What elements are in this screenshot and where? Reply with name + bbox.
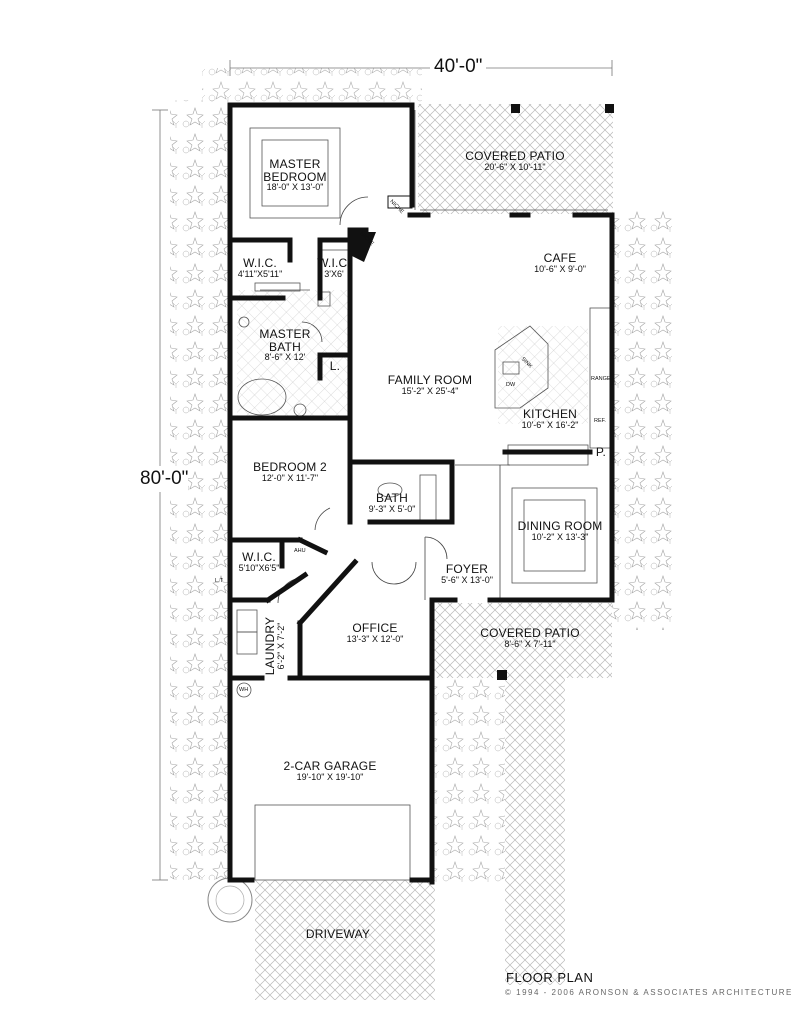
fixture-dw: DW bbox=[506, 382, 516, 388]
room-name: BATH bbox=[376, 491, 408, 505]
columns bbox=[352, 104, 614, 680]
room-covered-patio-front: COVERED PATIO 8'-6" X 7'-11" bbox=[470, 627, 590, 649]
room-dims: 10'-6" X 9'-0" bbox=[534, 263, 586, 274]
room-name: W.I.C. bbox=[243, 256, 277, 270]
room-name: COVERED PATIO bbox=[480, 626, 580, 640]
landscaping bbox=[170, 68, 672, 923]
room-wic-1: W.I.C. 4'11"X5'11" bbox=[230, 257, 290, 279]
room-name: MASTER BATH bbox=[259, 327, 311, 354]
room-name: P. bbox=[595, 445, 607, 459]
room-linen: L. bbox=[322, 360, 348, 373]
room-dims: 4'11"X5'11" bbox=[237, 268, 283, 279]
hatched-areas bbox=[237, 104, 613, 1000]
fixture-ahu: AHU bbox=[294, 548, 306, 554]
interior-details bbox=[236, 110, 611, 881]
room-name: 2-CAR GARAGE bbox=[283, 759, 377, 773]
room-dining-room: DINING ROOM 10'-2" X 13'-3" bbox=[512, 520, 608, 542]
room-family-room: FAMILY ROOM 15'-2" X 25'-4" bbox=[375, 374, 485, 396]
room-wic-3: W.I.C. 5'10"X6'5" bbox=[230, 551, 288, 573]
fixture-wh: WH bbox=[239, 687, 249, 693]
room-name: CAFE bbox=[543, 251, 577, 265]
room-dims: 8'-6" X 7'-11" bbox=[504, 638, 556, 649]
room-name: COVERED PATIO bbox=[465, 149, 565, 163]
room-dims: 8'-6" X 12' bbox=[264, 352, 306, 363]
room-laundry: LAUNDRY 6'-2" X 7'-2" bbox=[262, 611, 286, 681]
room-dims: 3'X6' bbox=[324, 268, 344, 279]
walls bbox=[227, 102, 615, 885]
copyright-notice: © 1994 - 2006 ARONSON & ASSOCIATES ARCHI… bbox=[505, 988, 793, 997]
room-name: OFFICE bbox=[352, 621, 398, 635]
room-bath: BATH 9'-3" X 5'-0" bbox=[362, 492, 422, 514]
overall-width-dimension: 40'-0" bbox=[430, 56, 487, 78]
fixture-lt: L.T bbox=[215, 578, 223, 584]
room-name: DRIVEWAY bbox=[305, 927, 371, 941]
room-name: FAMILY ROOM bbox=[387, 373, 473, 387]
room-dims: 10'-6" X 16'-2" bbox=[521, 419, 579, 430]
room-name: MASTER BEDROOM bbox=[263, 157, 327, 184]
room-name: LAUNDRY bbox=[262, 616, 277, 676]
fixture-range: RANGE bbox=[591, 376, 611, 382]
room-foyer: FOYER 5'-6" X 13'-0" bbox=[432, 563, 502, 585]
room-dims: 15'-2" X 25'-4" bbox=[401, 385, 459, 396]
room-name: FOYER bbox=[445, 562, 489, 576]
room-dims: 12'-0" X 11'-7" bbox=[261, 472, 319, 483]
room-garage: 2-CAR GARAGE 19'-10" X 19'-10" bbox=[270, 760, 390, 782]
room-name: W.I.C. bbox=[242, 550, 276, 564]
fixture-ref: REF. bbox=[594, 418, 606, 424]
room-driveway: DRIVEWAY bbox=[290, 928, 386, 941]
room-covered-patio-rear: COVERED PATIO 20'-6" X 10'-11" bbox=[435, 150, 595, 172]
room-dims: 18'-0" X 13'-0" bbox=[266, 182, 324, 193]
plan-title: FLOOR PLAN bbox=[506, 970, 594, 985]
room-name: DINING ROOM bbox=[517, 519, 603, 533]
room-office: OFFICE 13'-3" X 12'-0" bbox=[330, 622, 420, 644]
room-name: W.I.C. bbox=[317, 256, 351, 270]
room-bedroom-2: BEDROOM 2 12'-0" X 11'-7" bbox=[242, 461, 338, 483]
room-dims: 5'10"X6'5" bbox=[238, 562, 280, 573]
room-dims: 6'-2" X 7'-2" bbox=[275, 622, 286, 670]
room-name: L. bbox=[329, 359, 341, 373]
room-pantry: P. bbox=[592, 446, 610, 459]
room-master-bedroom: MASTER BEDROOM 18'-0" X 13'-0" bbox=[250, 158, 340, 193]
room-kitchen: KITCHEN 10'-6" X 16'-2" bbox=[510, 408, 590, 430]
room-dims: 13'-3" X 12'-0" bbox=[346, 633, 404, 644]
room-name: KITCHEN bbox=[522, 407, 578, 421]
room-master-bath: MASTER BATH 8'-6" X 12' bbox=[250, 328, 320, 363]
room-cafe: CAFE 10'-6" X 9'-0" bbox=[515, 252, 605, 274]
room-wic-2: W.I.C. 3'X6' bbox=[316, 257, 352, 279]
dimension-lines bbox=[152, 60, 613, 881]
room-dims: 5'-6" X 13'-0" bbox=[441, 574, 493, 585]
room-dims: 20'-6" X 10'-11" bbox=[484, 161, 546, 172]
room-name: BEDROOM 2 bbox=[253, 460, 327, 474]
room-dims: 10'-2" X 13'-3" bbox=[531, 531, 589, 542]
room-dims: 19'-10" X 19'-10" bbox=[296, 771, 364, 782]
overall-depth-dimension: 80'-0" bbox=[140, 466, 189, 492]
room-dims: 9'-3" X 5'-0" bbox=[368, 503, 416, 514]
